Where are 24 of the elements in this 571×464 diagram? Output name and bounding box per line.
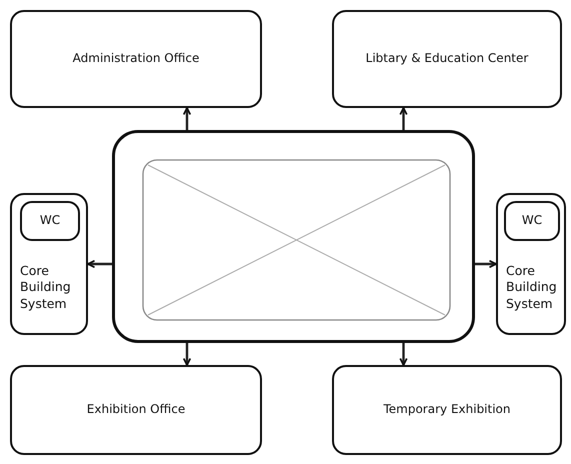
room-label: Core Building System xyxy=(505,263,558,312)
core-box xyxy=(496,193,566,335)
image-placeholder xyxy=(142,159,451,321)
arrow xyxy=(475,260,497,268)
room-label: WC xyxy=(520,213,544,229)
room-label: Libtary & Education Center xyxy=(364,51,530,67)
core-box xyxy=(10,193,88,335)
room-box xyxy=(10,10,262,108)
room-box xyxy=(10,365,262,455)
room-label: Temporary Exhibition xyxy=(382,402,512,418)
room-box xyxy=(332,365,562,455)
frame-box xyxy=(112,130,475,343)
room-label: Exhibition Office xyxy=(86,402,186,418)
wc-box xyxy=(20,201,80,241)
room-label: WC xyxy=(38,213,62,229)
room-label: Administration Office xyxy=(72,51,200,67)
arrow xyxy=(182,107,192,130)
wc-box xyxy=(504,201,560,241)
room-box xyxy=(332,10,562,108)
arrow xyxy=(182,343,192,366)
arrow xyxy=(87,260,112,268)
room-label: Core Building System xyxy=(19,263,72,312)
arrow xyxy=(399,107,408,130)
arrow xyxy=(399,343,408,366)
